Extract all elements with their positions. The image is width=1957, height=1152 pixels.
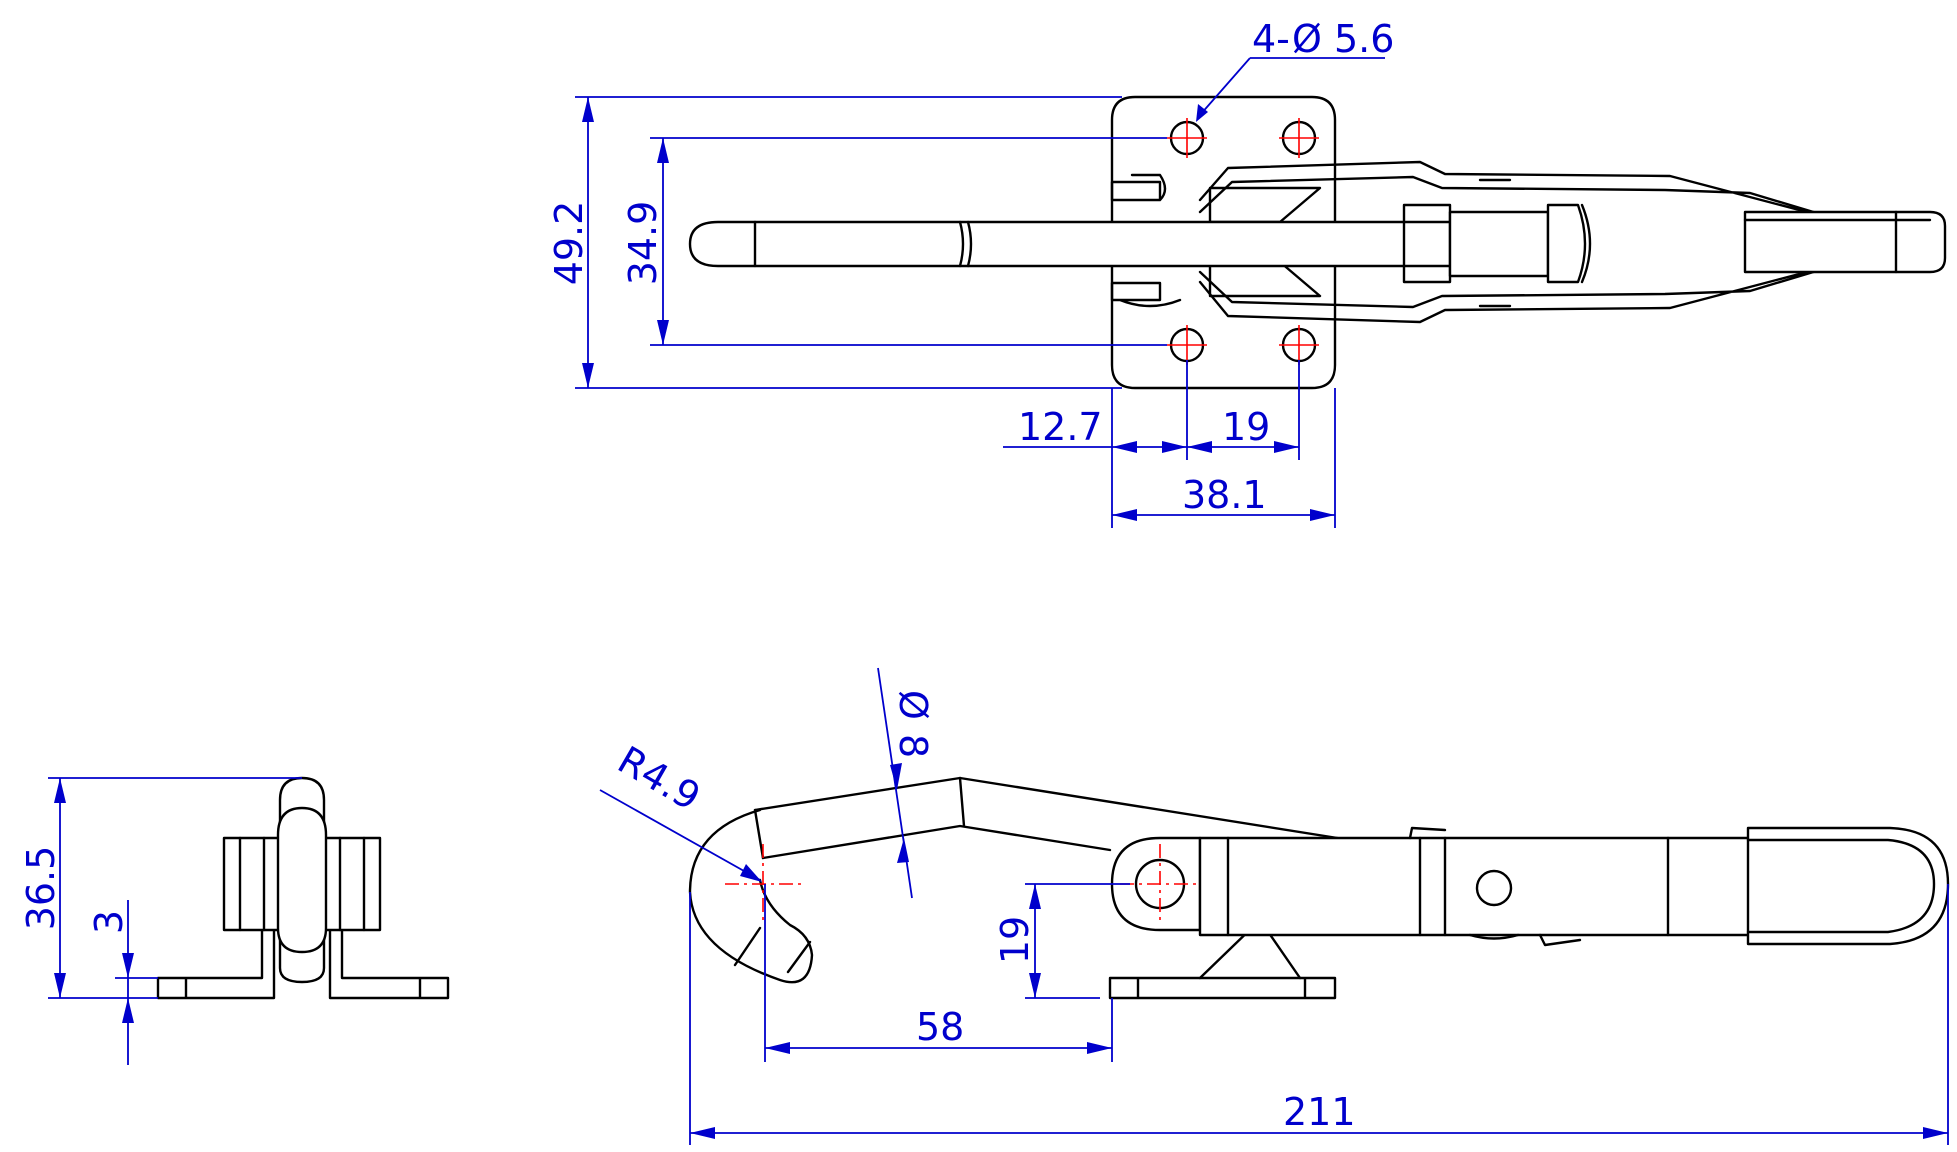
dim-58-label: 58 xyxy=(916,1005,964,1049)
arrow xyxy=(1274,441,1299,453)
arrow xyxy=(122,998,134,1023)
dimensions: 4- Ø 5.6 49.2 34.9 12.7 19 38.1 R4.9 xyxy=(19,17,1949,1145)
side-handle-grip xyxy=(1746,826,1950,946)
arrow xyxy=(582,97,594,122)
dim-36-5-label: 36.5 xyxy=(19,846,63,931)
end-block-details xyxy=(238,836,366,932)
pivot-centerline xyxy=(1120,844,1200,924)
lever-pivot-hole xyxy=(1475,869,1513,907)
dim-211-label: 211 xyxy=(1283,1090,1356,1134)
top-bracket-upper xyxy=(1110,173,1167,202)
top-nut-right xyxy=(1546,203,1587,284)
top-rivet-marks xyxy=(1478,178,1512,308)
top-handle-details xyxy=(1743,210,1932,274)
dim-34-9-lines xyxy=(650,137,1167,346)
nut-left-facets xyxy=(1402,220,1452,268)
top-base-plate xyxy=(1110,95,1337,390)
top-threaded-sleeve xyxy=(1448,210,1550,278)
dim-12-7-label: 12.7 xyxy=(1018,405,1103,449)
side-view xyxy=(688,776,1950,1000)
dim-36-5-lines xyxy=(48,777,302,999)
dim-19-side-label: 19 xyxy=(993,916,1037,964)
hook-bends xyxy=(733,776,966,974)
hole-callout-leader xyxy=(1199,57,1385,116)
dim-3-label: 3 xyxy=(87,910,131,934)
arrow xyxy=(1029,884,1041,909)
hole-diameter-value: 5.6 xyxy=(1334,17,1394,61)
arrow xyxy=(890,763,902,790)
dim-211-lines xyxy=(689,884,1949,1145)
arrow xyxy=(1112,441,1137,453)
top-link-upper xyxy=(1208,186,1322,224)
side-base-plate xyxy=(1108,976,1337,1000)
dim-38-1-label: 38.1 xyxy=(1182,473,1267,517)
arrow xyxy=(54,778,66,803)
hole-centerlines xyxy=(1167,118,1319,365)
arrow xyxy=(122,953,134,978)
dim-3-lines xyxy=(115,900,158,1065)
dim-r4-9-label: R4.9 xyxy=(611,738,708,820)
arrow xyxy=(1187,441,1212,453)
arrow xyxy=(897,838,909,863)
lever-sections xyxy=(1226,836,1670,937)
top-spindle-rod xyxy=(688,220,1412,268)
hole-callout-prefix: 4- xyxy=(1252,17,1290,61)
end-lever-front xyxy=(276,806,328,954)
dim-extension-lines xyxy=(1111,360,1336,528)
dim-49-2-lines xyxy=(575,96,1122,389)
arrow xyxy=(765,1042,790,1054)
dim-8-diameter-symbol: Ø xyxy=(891,690,935,720)
end-view xyxy=(156,776,450,1000)
top-arm-lower xyxy=(1198,256,1862,324)
arrow xyxy=(54,973,66,998)
arrow xyxy=(582,363,594,388)
arrow xyxy=(657,138,669,163)
dim-r4-9-leader xyxy=(599,789,761,881)
top-arm-upper xyxy=(1198,160,1862,228)
arrow xyxy=(1112,509,1137,521)
dim-19-top-label: 19 xyxy=(1222,405,1270,449)
dim-49-2-label: 49.2 xyxy=(547,201,591,286)
top-view xyxy=(688,95,1947,390)
top-bracket-lower xyxy=(1110,281,1182,308)
top-nut-washer xyxy=(1580,203,1592,284)
arrow xyxy=(1087,1042,1112,1054)
arrow xyxy=(1310,509,1335,521)
handle-inner-edge xyxy=(1746,838,1936,934)
arrow xyxy=(740,864,762,882)
lever-tabs xyxy=(1408,826,1582,947)
rod-grooves xyxy=(753,220,973,268)
arrow xyxy=(1196,104,1208,122)
diameter-symbol: Ø xyxy=(1292,17,1322,61)
arrow xyxy=(1923,1127,1948,1139)
arrow xyxy=(1162,441,1187,453)
arrow xyxy=(657,320,669,345)
arrow xyxy=(1029,973,1041,998)
dim-8-label: 8 xyxy=(891,734,935,758)
dim-34-9-label: 34.9 xyxy=(621,201,665,286)
top-nut-left xyxy=(1402,203,1452,284)
arrow xyxy=(690,1127,715,1139)
dim-58-lines xyxy=(764,884,1113,1062)
